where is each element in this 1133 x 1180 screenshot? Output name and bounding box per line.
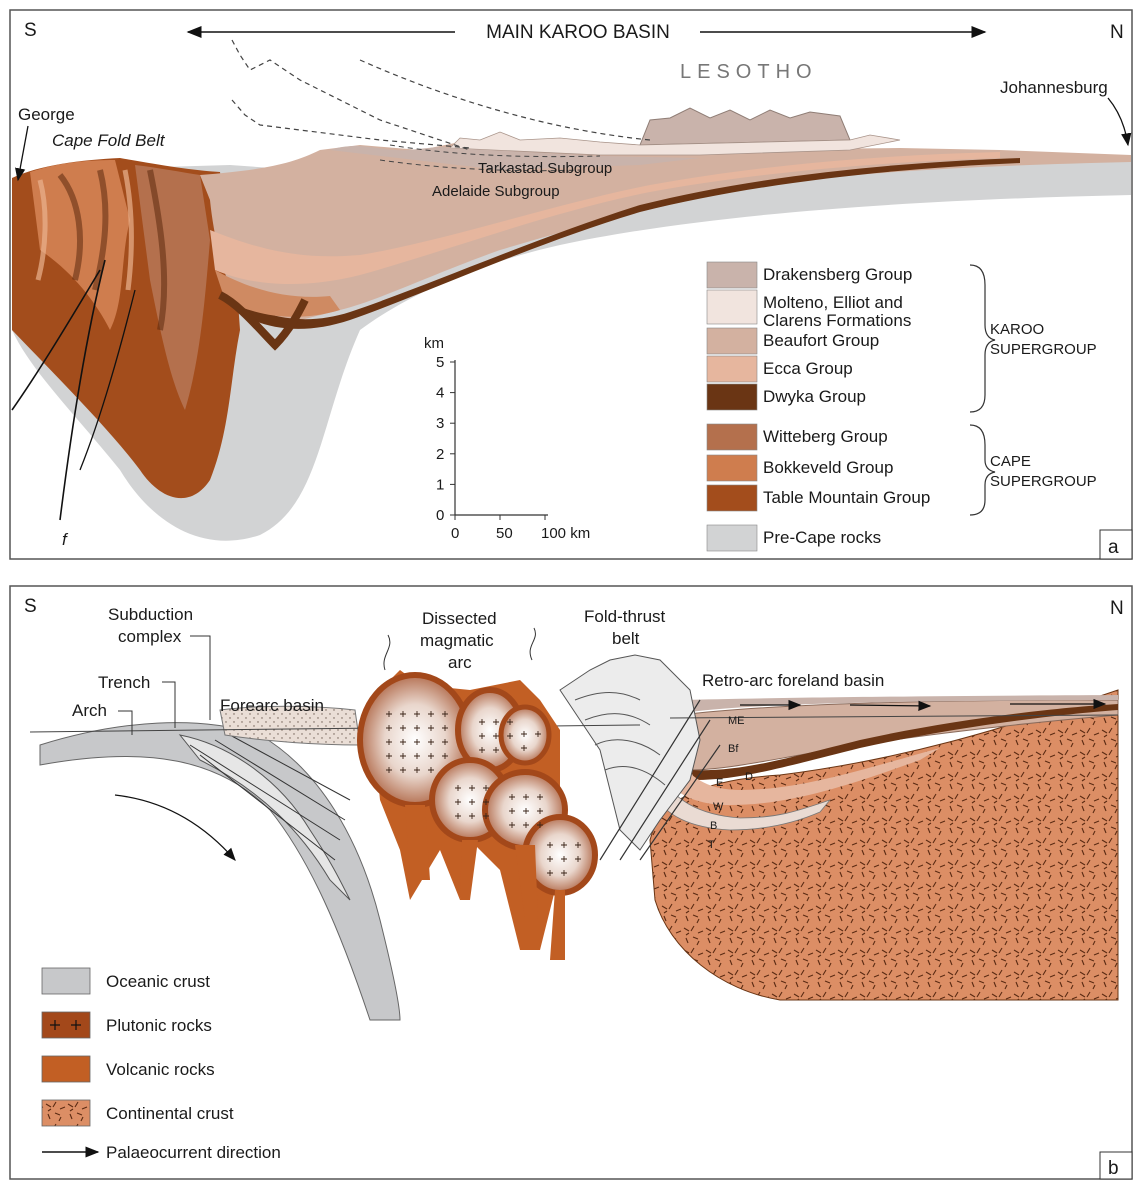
lesotho-label: LESOTHO: [680, 61, 818, 83]
subduction-label-1: Subduction: [108, 605, 193, 624]
arc-label-1: Dissected: [422, 609, 497, 628]
palaeocurrent-label: Palaeocurrent direction: [106, 1143, 281, 1162]
scale-tick-label: 0: [436, 507, 444, 524]
scale-tick-label: 0: [451, 525, 459, 542]
south-label-b: S: [24, 596, 37, 617]
fold-label-1: Fold-thrust: [584, 607, 666, 626]
unit-bf: Bf: [728, 743, 739, 755]
legend-swatch: [707, 384, 757, 410]
legend-swatch: [707, 525, 757, 551]
legend-label: Pre-Cape rocks: [763, 528, 881, 547]
scale-tick-label: 100 km: [541, 525, 590, 542]
legend-label: Witteberg Group: [763, 427, 888, 446]
arch-label: Arch: [72, 701, 107, 720]
scale-tick-label: 1: [436, 476, 444, 493]
legend-label: Clarens Formations: [763, 311, 911, 330]
george-label: George: [18, 105, 75, 124]
legend-label: Plutonic rocks: [106, 1016, 212, 1035]
scale-tick-label: 5: [436, 354, 444, 371]
tarkastad-label: Tarkastad Subgroup: [478, 160, 612, 177]
legend-label: Drakensberg Group: [763, 265, 912, 284]
johannesburg-label: Johannesburg: [1000, 78, 1108, 97]
legend-label: Volcanic rocks: [106, 1060, 215, 1079]
basin-header: MAIN KAROO BASIN: [486, 22, 670, 43]
panel-b-letter: b: [1108, 1158, 1119, 1179]
subduction-label-2: complex: [118, 627, 182, 646]
legend-swatch: [707, 424, 757, 450]
karoo-supergroup-line2: SUPERGROUP: [990, 341, 1097, 358]
scale-unit: km: [424, 335, 444, 352]
scale-tick-label: 4: [436, 385, 444, 402]
legend-swatch: [707, 328, 757, 354]
forearc-label: Forearc basin: [220, 696, 324, 715]
unit-e: E: [716, 777, 723, 789]
unit-b: B: [710, 820, 717, 832]
north-label-a: N: [1110, 22, 1124, 43]
legend-swatch: [707, 290, 757, 324]
legend-swatch: [707, 455, 757, 481]
cape-fold-belt-label: Cape Fold Belt: [52, 131, 166, 150]
scale-tick-label: 2: [436, 446, 444, 463]
legend-label: Table Mountain Group: [763, 488, 930, 507]
legend-label: Ecca Group: [763, 359, 853, 378]
unit-d: D: [745, 771, 753, 783]
fold-label-2: belt: [612, 629, 640, 648]
karoo-supergroup-line1: KAROO: [990, 321, 1044, 338]
north-label-b: N: [1110, 598, 1124, 619]
legend-label: Molteno, Elliot and: [763, 293, 903, 312]
adelaide-label: Adelaide Subgroup: [432, 183, 560, 200]
legend-swatch: [42, 1100, 90, 1126]
south-label-a: S: [24, 20, 37, 41]
panel-a-letter: a: [1108, 537, 1119, 558]
unit-w: W: [713, 801, 724, 813]
legend-label: Continental crust: [106, 1104, 234, 1123]
legend-label: Beaufort Group: [763, 331, 879, 350]
scale-tick-label: 50: [496, 525, 513, 542]
cape-supergroup-line1: CAPE: [990, 453, 1031, 470]
panel-b: S N Subduction complex Trench Arch Forea…: [10, 586, 1132, 1179]
legend-swatch: [42, 968, 90, 994]
legend-swatch: [707, 262, 757, 288]
retro-arc-label: Retro-arc foreland basin: [702, 671, 884, 690]
unit-t: T: [708, 839, 715, 851]
pluton: [501, 707, 549, 763]
panel-a: f MAIN KAROO BASIN S N LESOTHO George Ca…: [10, 10, 1132, 559]
cape-supergroup-line2: SUPERGROUP: [990, 473, 1097, 490]
legend-label: Dwyka Group: [763, 387, 866, 406]
legend-label: Bokkeveld Group: [763, 458, 893, 477]
scale-tick-label: 3: [436, 415, 444, 432]
trench-label: Trench: [98, 673, 150, 692]
unit-me: ME: [728, 715, 745, 727]
legend-swatch: [42, 1056, 90, 1082]
arc-label-3: arc: [448, 653, 472, 672]
legend-swatch: [707, 356, 757, 382]
legend-swatch: [707, 485, 757, 511]
arc-label-2: magmatic: [420, 631, 494, 650]
legend-swatch: [42, 1012, 90, 1038]
legend-label: Oceanic crust: [106, 972, 210, 991]
